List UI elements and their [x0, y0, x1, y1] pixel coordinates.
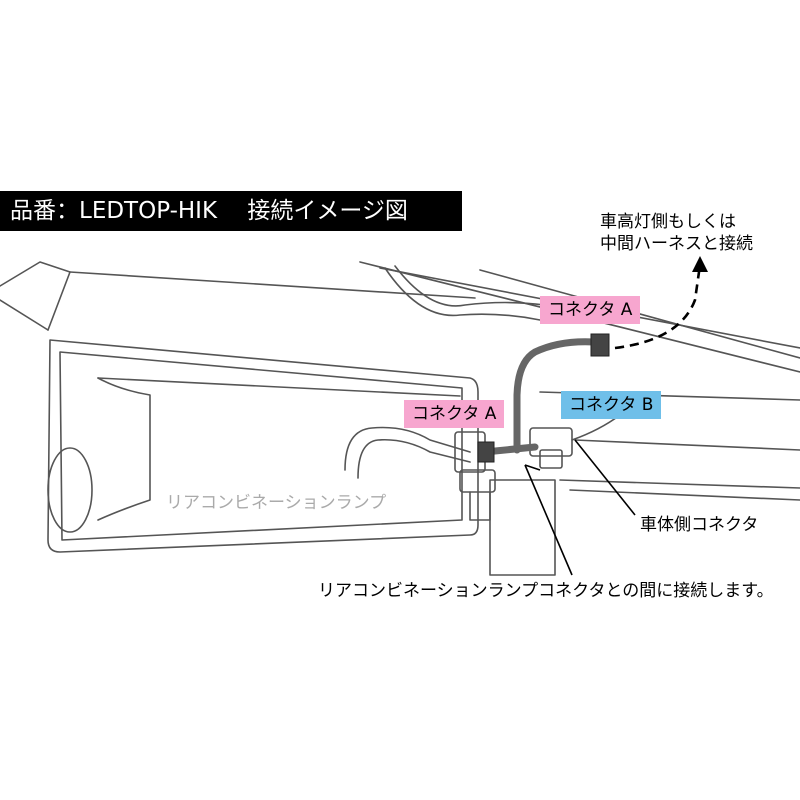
bracket-lower [559, 479, 800, 489]
connect-between-callout: リアコンビネーションランプコネクタとの間に接続します。 [318, 581, 774, 601]
lamp-wire-2 [357, 438, 471, 479]
page-title: 品番：LEDTOP-HIK 接続イメージ図 [0, 191, 462, 231]
harness-cable [513, 338, 599, 454]
leader-connect-between [524, 464, 573, 576]
frame-left-edge [0, 299, 49, 331]
headlamp-callout-line1: 車高灯側もしくは [600, 212, 736, 232]
lamp-housing [47, 339, 479, 553]
frame-top-left [0, 261, 71, 331]
lamp-top-rib [97, 377, 461, 397]
connector-a-left-label: コネクタ A [404, 400, 505, 428]
vehicle-harness-2 [394, 265, 546, 307]
harness-connector-a-left [477, 441, 495, 463]
leader-connect-between-2 [524, 464, 541, 471]
lamp-connector-stem [469, 491, 491, 521]
body-inner-line [574, 439, 800, 451]
bracket-lower-2 [569, 489, 800, 501]
lamp-inner [59, 351, 463, 541]
bracket [489, 479, 556, 576]
frame-top-line [69, 271, 476, 299]
vehicle-connector-body-2 [539, 449, 563, 469]
vehicle-harness [384, 267, 541, 321]
vehicle-connector-callout: 車体側コネクタ [640, 515, 759, 535]
dashed-arrow-head [692, 256, 708, 272]
vehicle-connector-body [529, 427, 573, 457]
leader-vehicle-connector [574, 439, 636, 516]
dashed-arrow [614, 264, 702, 350]
lamp-end-cap [47, 447, 93, 533]
connector-a-top-label: コネクタ A [540, 296, 641, 324]
lamp-wire [344, 426, 471, 471]
connector-b-label: コネクタ B [561, 391, 662, 419]
lamp-connector-block-2 [459, 469, 496, 493]
harness-connector-a-top [590, 333, 610, 357]
lamp-face [97, 377, 151, 521]
lamp-label: リアコンビネーションランプ [166, 493, 387, 513]
headlamp-callout-line2: 中間ハーネスと接続 [600, 234, 753, 254]
